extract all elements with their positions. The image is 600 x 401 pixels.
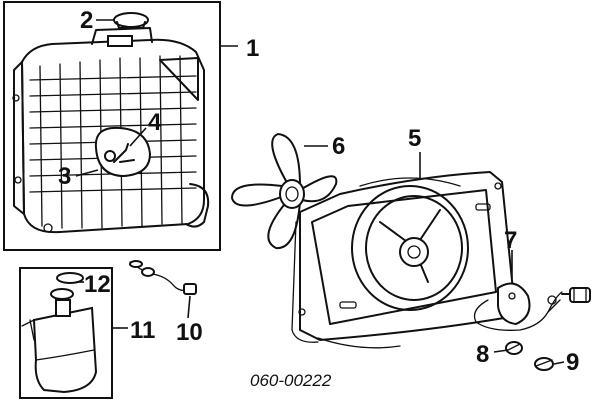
motor-relay <box>473 282 563 331</box>
callout-3: 3 <box>58 163 71 190</box>
callout-7: 7 <box>504 227 517 254</box>
diagram-code: 060-00222 <box>250 371 332 390</box>
fan-shroud <box>291 171 515 349</box>
callout-1: 1 <box>246 35 259 62</box>
callout-4: 4 <box>148 109 162 136</box>
reservoir-group-frame <box>19 267 113 399</box>
callout-5: 5 <box>408 125 421 152</box>
callout-9: 9 <box>566 349 579 376</box>
drain-cock <box>104 150 116 162</box>
fan-blade <box>230 132 338 250</box>
drain-plate <box>94 126 152 178</box>
callout-11: 11 <box>130 317 155 344</box>
leader-3 <box>75 169 99 177</box>
reservoir-cap <box>50 272 84 300</box>
callout-2: 2 <box>80 7 93 34</box>
leader-10 <box>187 295 191 319</box>
bushing-8 <box>505 341 523 355</box>
temperature-sensor <box>129 260 197 295</box>
radiator-cap <box>113 12 149 29</box>
callout-12: 12 <box>84 271 111 298</box>
callout-10: 10 <box>176 319 203 346</box>
leader-4 <box>129 127 147 147</box>
coolant-reservoir <box>21 299 98 394</box>
callout-8: 8 <box>476 341 489 368</box>
wiring-connector <box>561 287 591 303</box>
radiator-group-frame <box>3 1 221 251</box>
bushing-9 <box>534 357 554 371</box>
leader-8 <box>493 349 509 353</box>
callout-6: 6 <box>332 133 345 160</box>
leader-9 <box>553 361 565 365</box>
